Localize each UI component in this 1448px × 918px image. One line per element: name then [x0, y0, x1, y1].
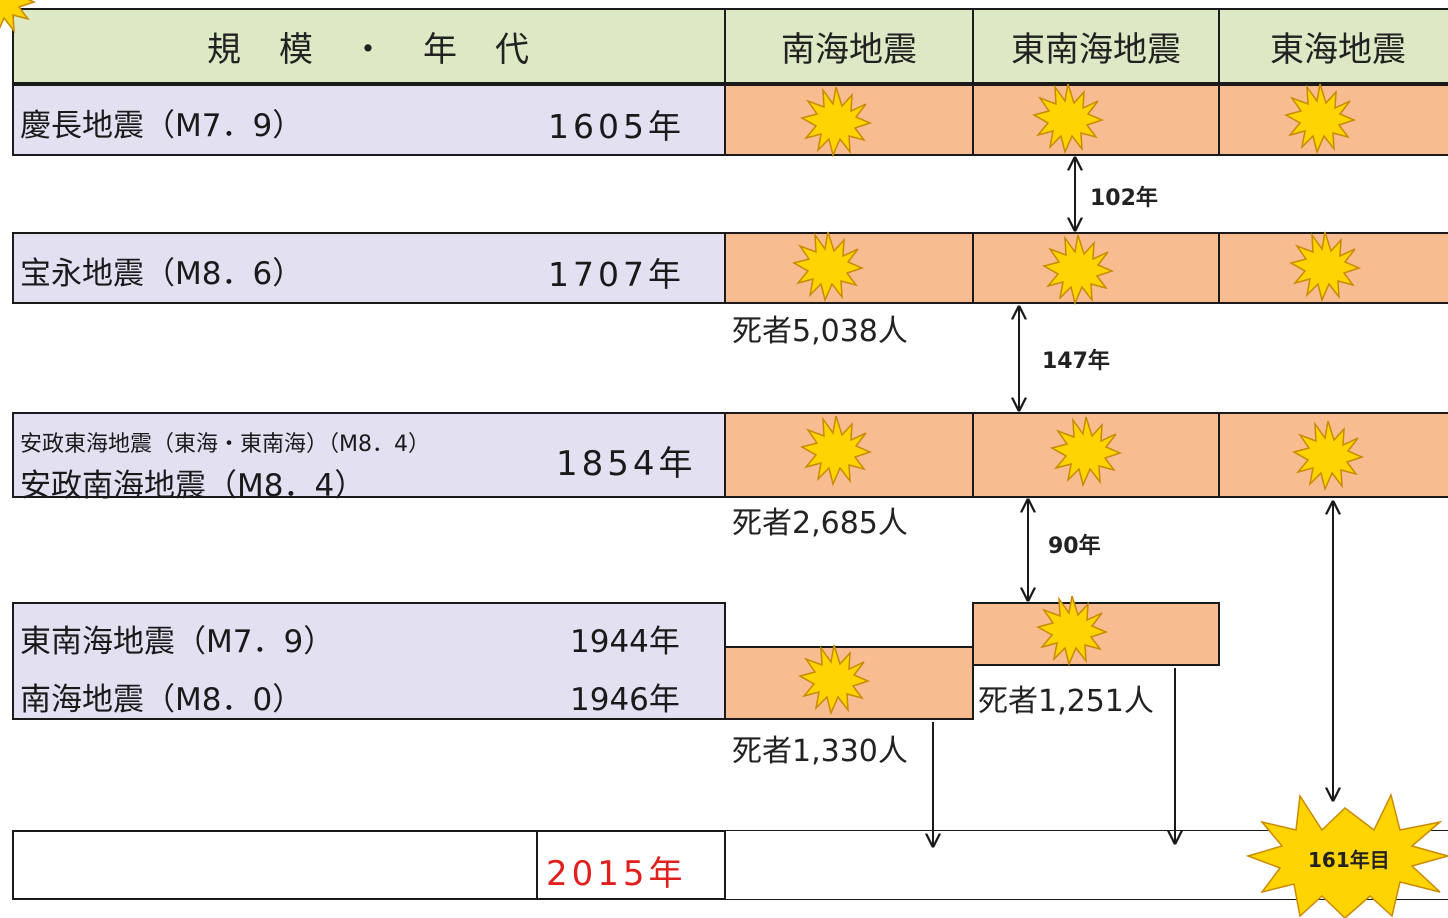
row-keicho-year: 1605年 [548, 107, 685, 146]
current-row-right-border [724, 830, 1448, 900]
burst-hoei-nankai-icon [793, 231, 863, 301]
burst-keicho-tonankai-icon [1033, 83, 1103, 153]
row-ansei-name-nankai: 安政南海地震（M8．4） [20, 468, 366, 504]
current-year: 2015年 [546, 854, 687, 894]
row-showa-nankai-year: 1946年 [570, 682, 680, 718]
current-row-year-cell [536, 830, 726, 900]
death-count-showa-tonankai: 死者1,251人 [978, 684, 1154, 719]
row-ansei-name-tokai: 安政東海地震（東海・東南海）（M8．4） [20, 432, 430, 457]
tokai-elapsed-label: 161年目 [1308, 848, 1390, 872]
header-nankai: 南海地震 [724, 8, 974, 84]
header-tokai: 東海地震 [1218, 8, 1448, 84]
tokai-big-burst-icon [1245, 792, 1448, 918]
interval-90: 90年 [1048, 534, 1101, 559]
death-count-hoei: 死者5,038人 [732, 314, 908, 349]
row-keicho-name: 慶長地震（M7．9） [20, 108, 304, 144]
burst-ansei-tonankai-icon [1051, 416, 1121, 486]
current-row-left [12, 830, 538, 900]
header-scale-era: 規 模 ・ 年 代 [12, 8, 726, 84]
burst-keicho-nankai-icon [801, 86, 871, 156]
burst-hoei-tonankai-icon [1043, 234, 1113, 304]
row-showa-tonankai-year: 1944年 [570, 624, 680, 660]
row-hoei-year: 1707年 [548, 255, 685, 294]
death-count-showa-nankai: 死者1,330人 [732, 734, 908, 769]
interval-147: 147年 [1042, 349, 1110, 374]
header-nankai-label: 南海地震 [781, 29, 917, 70]
row-keicho [12, 84, 726, 156]
row-ansei [12, 412, 726, 498]
burst-ansei-nankai-icon [801, 415, 871, 485]
row-showa-nankai-name: 南海地震（M8．0） [20, 682, 304, 718]
burst-hoei-tokai-icon [1290, 231, 1360, 301]
header-tonankai-label: 東南海地震 [1011, 29, 1181, 70]
death-count-ansei: 死者2,685人 [732, 506, 908, 541]
row-showa-tonankai-name: 東南海地震（M7．9） [20, 624, 335, 660]
header-scale-era-label: 規 模 ・ 年 代 [207, 29, 531, 70]
row-hoei [12, 232, 726, 304]
header-tonankai: 東南海地震 [972, 8, 1220, 84]
row-hoei-name: 宝永地震（M8．6） [20, 256, 304, 292]
burst-ansei-tokai-icon [1293, 420, 1363, 490]
interval-102: 102年 [1090, 186, 1158, 211]
row-showa [12, 602, 726, 720]
header-tokai-label: 東海地震 [1270, 29, 1406, 70]
burst-showa-tonankai-icon [1037, 595, 1107, 665]
burst-keicho-tokai-icon [1285, 83, 1355, 153]
quake-burst-icon [0, 0, 37, 34]
burst-showa-nankai-icon [799, 644, 869, 714]
row-ansei-year: 1854年 [556, 444, 697, 484]
